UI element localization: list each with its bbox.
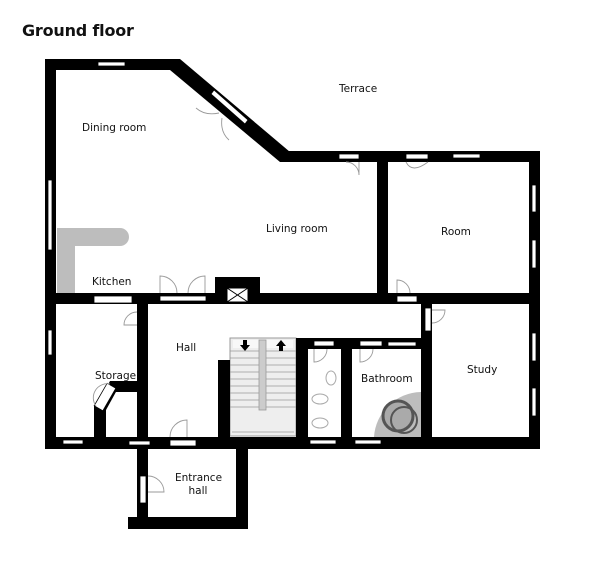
label-room: Room: [441, 226, 471, 238]
label-dining-room: Dining room: [82, 122, 147, 134]
diagonal-window: [210, 89, 249, 125]
label-entrance-hall-line2: hall: [188, 485, 208, 497]
arrow-down-icon: [240, 340, 250, 351]
elevator-shaft-icon: [226, 287, 249, 303]
toilet-fixtures: [311, 370, 337, 429]
label-entrance-hall: Entrance hall: [175, 472, 223, 498]
label-entrance-hall-line1: Entrance: [175, 472, 223, 484]
label-living-room: Living room: [266, 223, 328, 235]
label-hall: Hall: [176, 342, 197, 354]
kitchen-counter: [57, 228, 129, 293]
arrow-up-icon: [276, 340, 286, 351]
label-storage: Storage: [95, 370, 137, 382]
windows: [47, 61, 537, 504]
label-bathroom: Bathroom: [361, 373, 413, 385]
door-swings: [92, 107, 446, 493]
page-title: Ground floor: [22, 21, 134, 40]
label-kitchen: Kitchen: [92, 276, 132, 288]
label-terrace: Terrace: [339, 83, 378, 95]
label-study: Study: [467, 364, 498, 376]
bathtub: [374, 392, 421, 437]
staircase: [229, 337, 297, 437]
